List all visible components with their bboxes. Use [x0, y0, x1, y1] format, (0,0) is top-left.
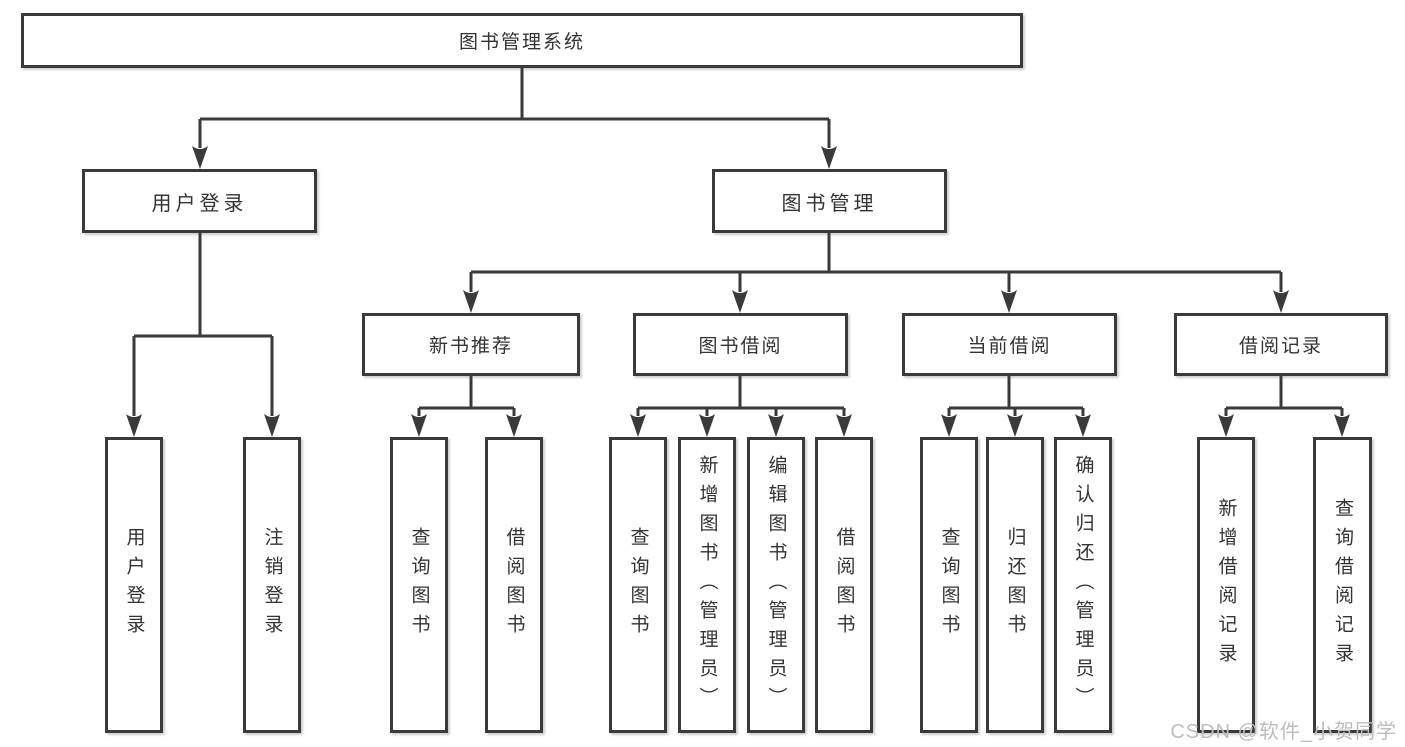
edge-newbookrec-to-leaves — [417, 376, 516, 416]
node-book-management: 图书管理 — [712, 169, 947, 233]
node-root-system: 图书管理系统 — [21, 13, 1023, 68]
node-leaf-borrow-books: 借阅图书 — [815, 437, 873, 733]
arrowhead — [732, 290, 748, 313]
arrowhead — [941, 414, 957, 437]
csdn-watermark: CSDN @软件_小贺同学 — [1170, 721, 1397, 743]
edge-userlogin-to-leaves — [132, 233, 274, 416]
node-leaf-query-books-borrow: 查询图书 — [609, 437, 667, 733]
arrowhead — [1273, 290, 1289, 313]
arrowhead — [699, 414, 715, 437]
node-leaf-query-books-recommend: 查询图书 — [390, 437, 448, 733]
arrowhead — [630, 414, 646, 437]
edge-root-to-level2 — [198, 68, 831, 148]
arrowhead — [1218, 414, 1234, 437]
arrowhead — [264, 414, 280, 437]
arrowhead — [1007, 414, 1023, 437]
node-borrowing-records: 借阅记录 — [1174, 313, 1388, 376]
node-leaf-edit-books-admin: 编辑图书（管理员） — [747, 437, 805, 733]
node-leaf-user-login: 用户登录 — [105, 437, 163, 733]
arrowhead — [463, 290, 479, 313]
node-leaf-borrow-books-recommend: 借阅图书 — [485, 437, 543, 733]
edge-bookborrow-to-leaves — [636, 376, 846, 416]
arrowhead — [411, 414, 427, 437]
arrowhead — [126, 414, 142, 437]
node-new-book-recommend: 新书推荐 — [362, 313, 580, 376]
arrowhead — [821, 146, 837, 169]
node-leaf-add-borrow-record: 新增借阅记录 — [1197, 437, 1255, 733]
edge-bookmgmt-to-level3 — [469, 233, 1283, 292]
node-leaf-return-books: 归还图书 — [986, 437, 1044, 733]
node-leaf-logout: 注销登录 — [243, 437, 301, 733]
node-leaf-confirm-return-admin: 确认归还（管理员） — [1054, 437, 1112, 733]
arrowhead — [1001, 290, 1017, 313]
node-user-login: 用户登录 — [82, 169, 317, 233]
node-leaf-query-borrow-record: 查询借阅记录 — [1313, 437, 1372, 733]
arrowhead — [192, 146, 208, 169]
arrowhead — [768, 414, 784, 437]
node-current-borrowing: 当前借阅 — [902, 313, 1117, 376]
edge-borrowrecords-to-leaves — [1224, 376, 1344, 416]
edge-currentborrow-to-leaves — [947, 376, 1085, 416]
node-leaf-query-books-current: 查询图书 — [920, 437, 978, 733]
arrowhead — [1075, 414, 1091, 437]
arrowhead — [506, 414, 522, 437]
arrowhead — [836, 414, 852, 437]
node-book-borrowing: 图书借阅 — [633, 313, 848, 376]
arrowhead — [1334, 414, 1350, 437]
node-leaf-add-books-admin: 新增图书（管理员） — [678, 437, 736, 733]
